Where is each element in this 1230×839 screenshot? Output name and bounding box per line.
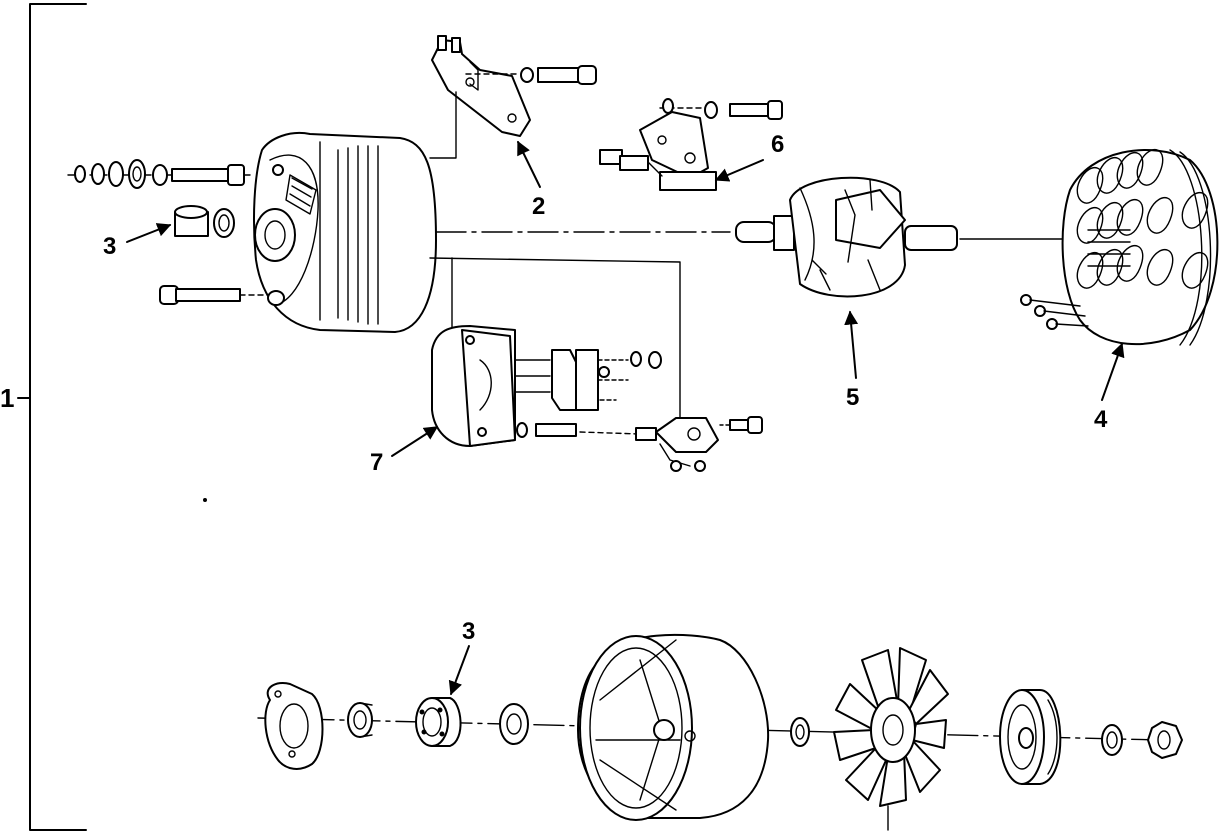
slip-ring-end-frame bbox=[253, 132, 437, 333]
stator bbox=[1020, 149, 1219, 346]
bearing-top bbox=[174, 205, 235, 238]
pulley-nut bbox=[1147, 721, 1183, 759]
callout-5-label: 5 bbox=[846, 384, 859, 411]
callout-7-label: 7 bbox=[370, 449, 383, 476]
callout-2-arrow bbox=[517, 140, 541, 188]
regulator-leader bbox=[429, 257, 681, 419]
callout-1-label: 1 bbox=[0, 383, 14, 413]
bearing-retainer-plate bbox=[264, 682, 324, 770]
callout-2-label: 2 bbox=[532, 193, 545, 220]
callout-6-label: 6 bbox=[771, 131, 784, 158]
callout-5-arrow bbox=[844, 310, 859, 379]
regulator bbox=[431, 325, 662, 447]
drive-end-frame bbox=[577, 633, 770, 821]
pulley bbox=[999, 689, 1062, 785]
callout-3-bottom-label: 3 bbox=[462, 618, 475, 645]
spacer-collar bbox=[347, 702, 373, 738]
fan-spacer bbox=[790, 717, 810, 747]
callout-7-arrow bbox=[391, 426, 439, 457]
brush-holder bbox=[599, 98, 783, 191]
assembly-bracket bbox=[17, 3, 87, 831]
seal-washer bbox=[499, 703, 529, 745]
callout-4-arrow bbox=[1101, 342, 1125, 401]
callout-3-top-arrow bbox=[126, 223, 172, 243]
callout-3-bottom-arrow bbox=[448, 645, 470, 696]
rotor bbox=[735, 176, 958, 298]
through-bolt-bottom bbox=[159, 285, 273, 305]
stray-dot bbox=[203, 498, 207, 502]
cooling-fan bbox=[833, 647, 949, 831]
bracket-leader bbox=[429, 91, 457, 159]
bearing-bottom bbox=[415, 697, 462, 747]
diode-trio bbox=[635, 416, 763, 472]
mounting-bracket bbox=[431, 35, 597, 137]
callout-3-top-label: 3 bbox=[103, 233, 116, 260]
callout-4-label: 4 bbox=[1094, 406, 1108, 433]
lock-washer bbox=[1101, 724, 1123, 756]
callout-6-arrow bbox=[714, 159, 764, 182]
through-bolt-top bbox=[67, 159, 251, 189]
